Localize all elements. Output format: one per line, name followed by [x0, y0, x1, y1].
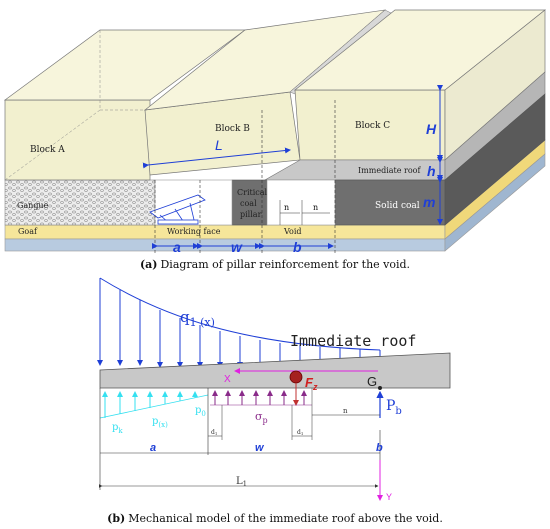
caption-b-text: Mechanical model of the immediate roof a…	[128, 512, 443, 525]
panel-a: n n L H h m a w b Block A Block B Block …	[3, 9, 546, 271]
pb-label: Pb	[386, 398, 402, 417]
immediate-roof-label: Immediate roof	[358, 166, 421, 175]
d1-label-right: d1	[297, 429, 303, 436]
working-face-label: Working face	[167, 227, 221, 236]
h-lower-label: h	[427, 163, 436, 179]
n-label-b: n	[343, 407, 348, 415]
p0-label: p0	[195, 405, 206, 418]
l-dimension-line	[142, 147, 291, 169]
pillar-label-2: coal	[240, 199, 257, 208]
block-c-label: Block C	[355, 121, 390, 131]
pillar-label-3: pillar	[240, 210, 262, 219]
load-curve	[99, 277, 381, 351]
n-label-1: n	[284, 203, 289, 212]
a-dim-label: a	[173, 239, 181, 255]
h-upper-label: H	[426, 121, 437, 137]
solid-coal-front	[334, 179, 446, 226]
l-label: L	[215, 137, 223, 153]
b-label-b: b	[376, 442, 383, 454]
block-b-label: Block B	[215, 124, 250, 134]
pillar-pressure-arrows	[212, 390, 307, 405]
caption-a-text: Diagram of pillar reinforcement for the …	[160, 258, 410, 271]
gangue-area	[4, 179, 156, 226]
pk-label: pk	[112, 422, 123, 435]
block-a-front	[4, 99, 151, 181]
caption-b-tag: (b)	[107, 512, 125, 525]
caption-a: (a)Diagram of pillar reinforcement for t…	[140, 258, 410, 271]
d1-label-left: d1	[211, 429, 217, 436]
base-layer	[4, 238, 446, 252]
block-a-label: Block A	[30, 145, 65, 155]
load-arrows	[97, 278, 363, 368]
w-dim-label: w	[231, 239, 243, 255]
l1-label: L1	[236, 476, 247, 488]
critical-coal-pillar	[231, 179, 268, 226]
gangue-label: Gangue	[17, 201, 49, 210]
void-area	[266, 179, 336, 226]
goaf-label: Goaf	[18, 227, 38, 236]
floor-layer	[4, 224, 446, 240]
hydraulic-support	[149, 194, 206, 225]
sigma-label: σp	[255, 410, 268, 425]
base-side	[444, 153, 546, 252]
pillar-label-1: Critical	[237, 188, 268, 197]
support-pressure-arrows	[102, 391, 198, 418]
caption-a-tag: (a)	[140, 258, 158, 271]
solid-coal-side	[444, 93, 546, 226]
fz-label: Fz	[305, 375, 318, 392]
x-axis-label: X	[224, 374, 231, 385]
y-axis-label: Y	[386, 492, 392, 502]
px-label: p(x)	[152, 416, 168, 429]
m-label: m	[423, 194, 435, 210]
q-label: q1 (x)	[180, 308, 215, 329]
w-label-b: w	[255, 442, 265, 454]
b-dim-label: b	[293, 239, 302, 255]
fz-point	[289, 370, 303, 384]
n-label-2: n	[313, 203, 318, 212]
a-label-b: a	[150, 442, 156, 454]
solid-coal-label: Solid coal	[375, 201, 420, 211]
panel-b: q1 (x) Immediate roof X Fz G Pb	[97, 277, 451, 525]
g-label: G	[367, 374, 377, 389]
void-label: Void	[283, 227, 302, 236]
g-point	[378, 386, 382, 390]
caption-b: (b)Mechanical model of the immediate roo…	[107, 512, 443, 525]
immediate-roof-label-b: Immediate roof	[290, 332, 416, 350]
